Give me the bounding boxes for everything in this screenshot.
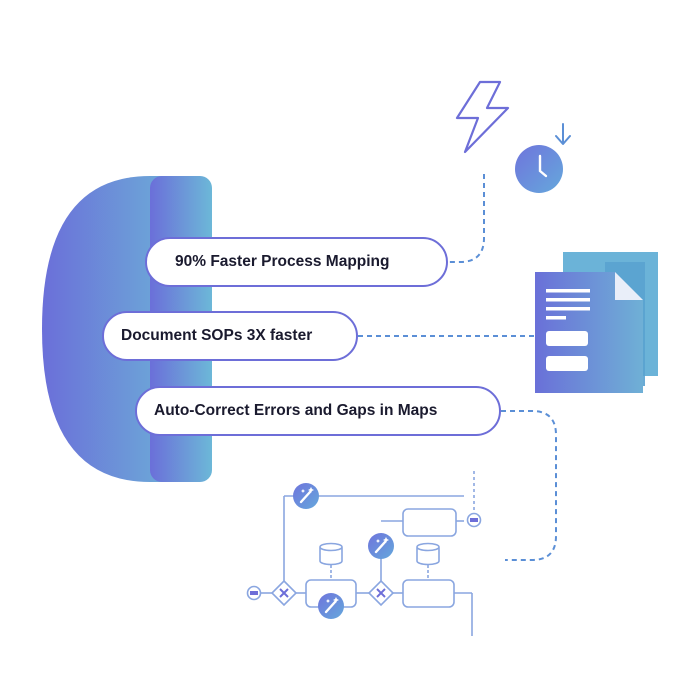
feature-pill-faster-mapping: 90% Faster Process Mapping [145,237,448,287]
magic-wand-icon [293,483,319,509]
feature-label: Auto-Correct Errors and Gaps in Maps [154,402,438,419]
clock-download-icon [515,123,571,193]
magic-wand-icon [318,593,344,619]
magic-wand-icon [368,533,394,559]
feature-pill-document-sops: Document SOPs 3X faster [102,311,358,361]
feature-pill-auto-correct: Auto-Correct Errors and Gaps in Maps [135,386,501,436]
document-stack-icon [535,252,658,393]
connector-bottom [501,410,557,561]
process-flow-diagram-icon [246,471,482,636]
feature-label: Document SOPs 3X faster [121,327,313,344]
feature-label: 90% Faster Process Mapping [175,253,390,270]
lightning-bolt-icon [455,80,510,154]
connector-top [448,174,485,263]
